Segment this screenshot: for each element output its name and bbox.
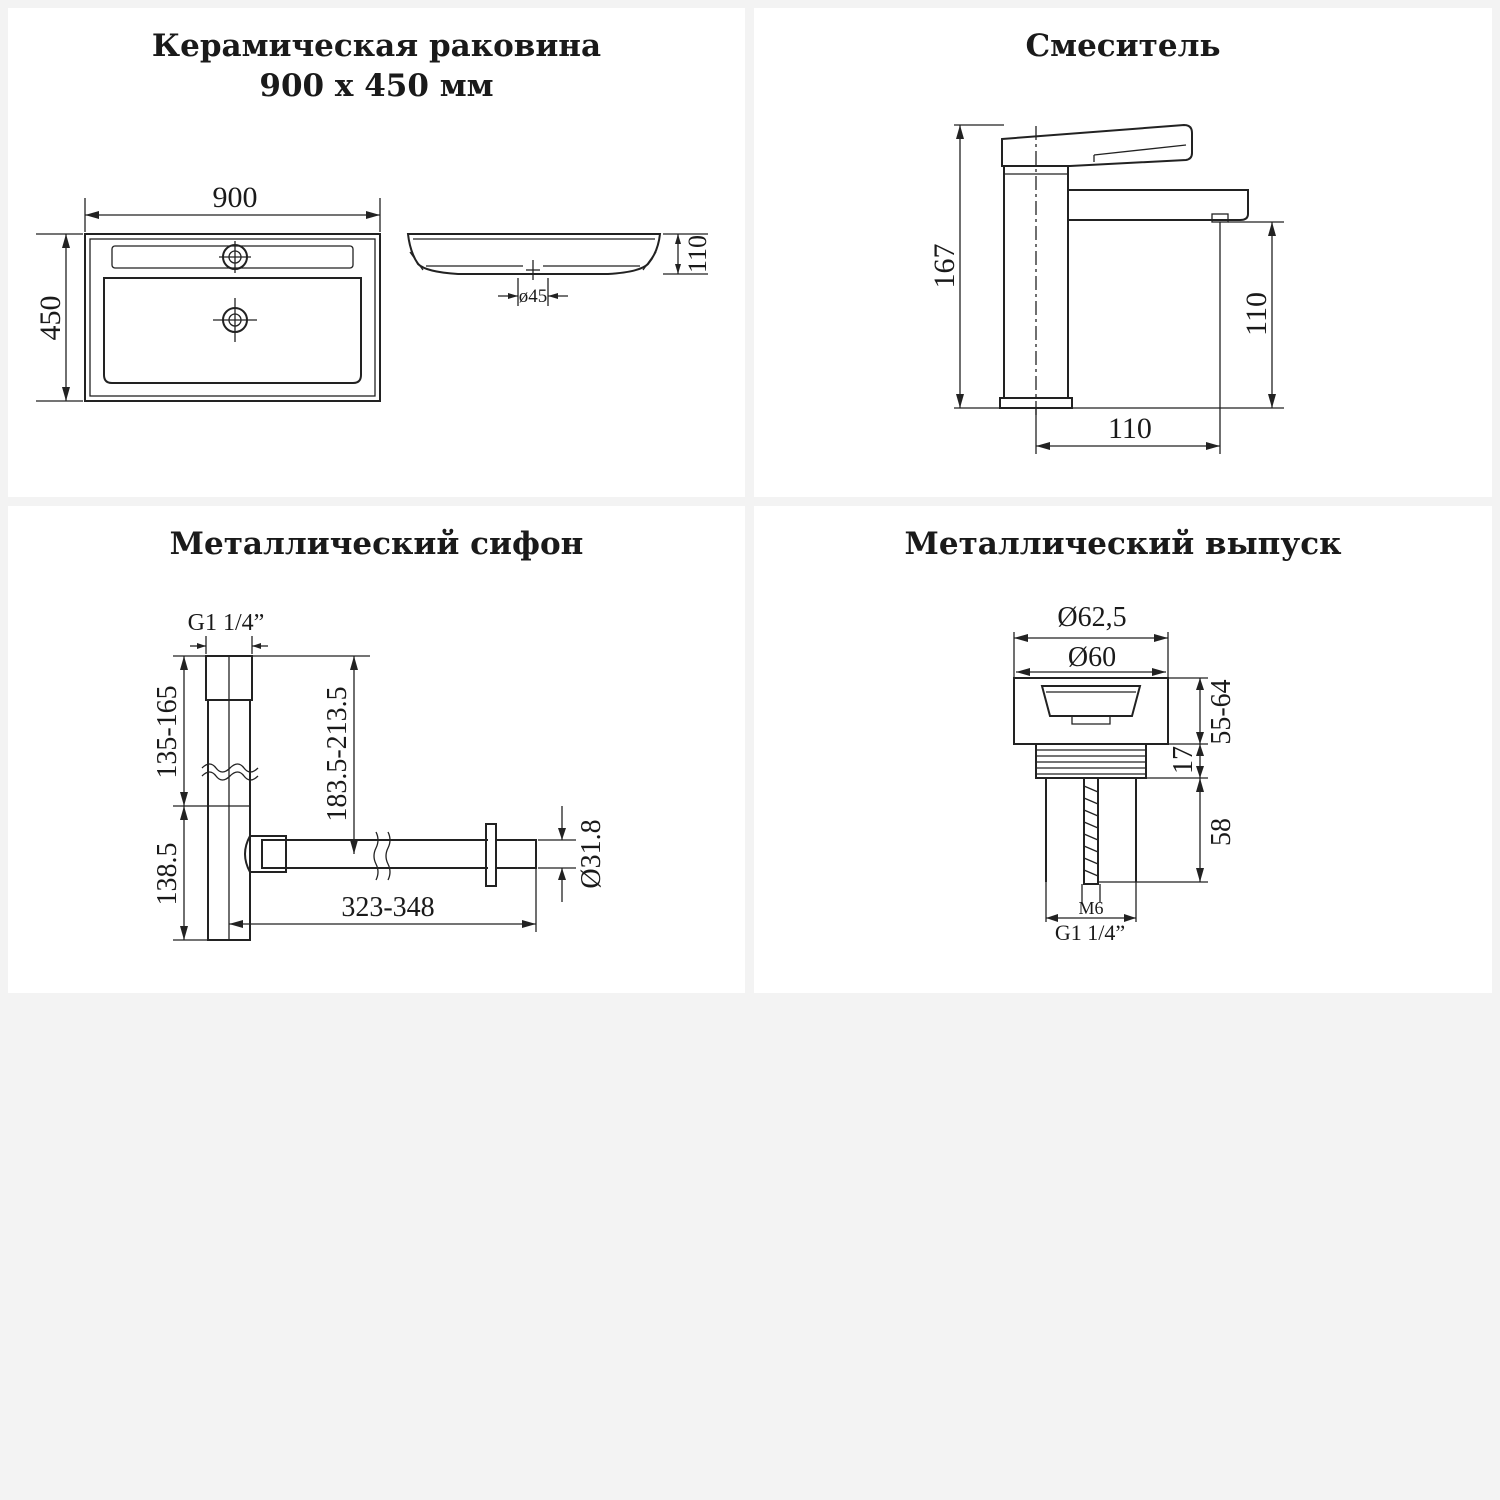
outlet-screw [1083, 777, 1099, 885]
outlet-plug [1040, 685, 1142, 717]
outlet-inner-diameter-label: Ø60 [1068, 642, 1116, 673]
sink-top-view [84, 233, 381, 402]
outlet-cap [1013, 677, 1169, 745]
siphon-drawing: G1 1/4” 135-165 138.5 [152, 610, 607, 941]
outlet-drawing: Ø62,5 Ø60 [1013, 602, 1237, 945]
outlet-screw-label: M6 [1078, 898, 1103, 918]
outlet-17-label: 17 [1168, 746, 1199, 774]
siphon-total-dim-label: 183.5-213.5 [322, 686, 353, 821]
panel-outlet: Металлический выпуск Ø62,5 Ø60 [754, 506, 1492, 993]
mixer-title: Смеситель [1025, 28, 1221, 64]
outlet-thread [1035, 743, 1147, 779]
mixer-reach-label: 110 [1108, 412, 1152, 445]
siphon-title: Металлический сифон [169, 526, 584, 562]
sink-drain-label: ø45 [519, 286, 548, 307]
mixer-spout-height-label: 110 [1240, 292, 1273, 336]
siphon-break-mark [201, 763, 259, 781]
outlet-title: Металлический выпуск [904, 526, 1342, 562]
sink-title-line2: 900 х 450 мм [259, 68, 494, 104]
siphon-elbow [244, 835, 287, 873]
outlet-thread-lines [1036, 749, 1146, 775]
siphon-horizontal-break-mark [373, 831, 391, 881]
mixer-height-label: 167 [928, 244, 961, 289]
siphon-horizontal-pipe [286, 839, 488, 869]
siphon-outlet-pipe [496, 839, 537, 869]
panel-sink: Керамическая раковина 900 х 450 мм 900 4… [8, 8, 745, 497]
sink-height-label: 110 [683, 235, 712, 273]
siphon-thread-label: G1 1/4” [188, 610, 265, 636]
outlet-58-label: 58 [1206, 818, 1237, 846]
siphon-lower-dim-label: 138.5 [152, 843, 183, 906]
siphon-flange [485, 823, 497, 887]
siphon-upper-dim-label: 135-165 [152, 685, 183, 778]
outlet-outer-diameter-label: Ø62,5 [1057, 602, 1126, 633]
sink-side-view [406, 233, 662, 275]
sink-title-line1: Керамическая раковина [151, 28, 602, 64]
siphon-length-label: 323-348 [341, 892, 434, 923]
sink-drawing: 900 450 110 ø45 [34, 181, 712, 402]
panel-mixer: Смеситель 167 110 110 [754, 8, 1492, 497]
siphon-diameter-label: Ø31.8 [576, 819, 607, 888]
sink-bowl [103, 277, 362, 384]
mixer-spout [1068, 189, 1249, 221]
sink-depth-label: 450 [34, 296, 67, 341]
outlet-thread-label: G1 1/4” [1055, 920, 1125, 945]
sink-title: Керамическая раковина 900 х 450 мм [8, 26, 745, 106]
mixer-drawing: 167 110 110 [928, 123, 1284, 454]
panel-siphon: Металлический сифон G1 1/4” 135-165 [8, 506, 745, 993]
sink-width-label: 900 [213, 181, 258, 214]
outlet-range-label: 55-64 [1206, 679, 1237, 744]
mixer-lever [1001, 123, 1193, 167]
outlet-pipe [1045, 778, 1137, 882]
